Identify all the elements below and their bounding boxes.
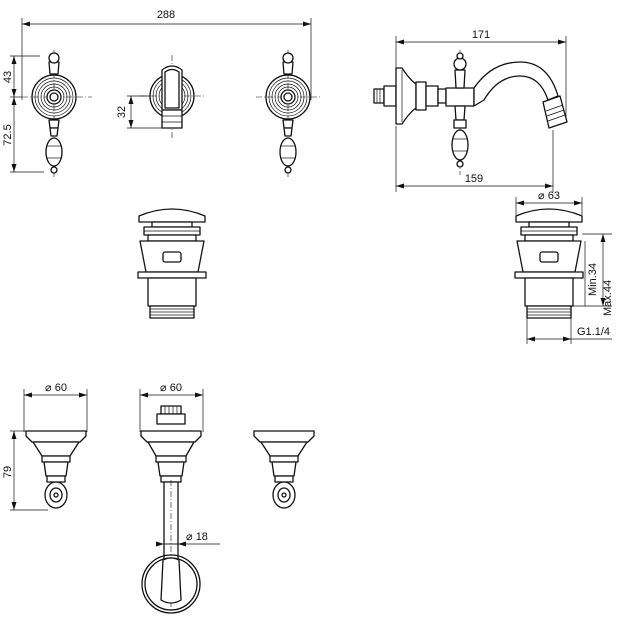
left-handle-height-dimension: 43 72.5 — [2, 55, 44, 173]
flange-height-dimension: 79 — [2, 430, 48, 511]
drain-min-label: Min.34 — [587, 263, 599, 296]
center-handle-height-dimension: 32 — [116, 95, 162, 129]
drain-height-dimension: Min.34 Max.44 — [573, 233, 614, 316]
wall-pipe-diameter-label: ⌀ 18 — [186, 531, 208, 543]
flange-height-label: 79 — [2, 466, 14, 478]
handle-height-upper-label: 43 — [2, 71, 14, 83]
right-handle — [256, 50, 322, 178]
drain-max-label: Max.44 — [602, 280, 614, 316]
overall-width-dimension: 288 — [21, 9, 312, 100]
drain-right — [514, 208, 584, 319]
overall-width-label: 288 — [157, 9, 175, 21]
flange-left-diameter-dimension: ⌀ 60 — [23, 382, 88, 432]
spout-projection-dimension: 171 — [395, 29, 567, 118]
drain-left — [137, 208, 207, 319]
center-handle — [140, 55, 205, 140]
spout-projection-label: 171 — [472, 29, 490, 41]
flange-left — [25, 430, 87, 509]
spout-reach-dimension: 159 — [395, 126, 554, 192]
drain-thread-label: G1.1/4 — [577, 326, 610, 338]
drain-thread-dimension: G1.1/4 — [526, 318, 612, 344]
flange-right — [253, 430, 315, 509]
left-handle — [22, 50, 92, 178]
flange-center-diameter-dimension: ⌀ 60 — [139, 382, 204, 432]
center-handle-height-label: 32 — [116, 106, 128, 118]
drain-diameter-label: ⌀ 63 — [538, 190, 560, 202]
wall-pipe-diameter-dimension: ⌀ 18 — [156, 531, 220, 547]
center-spout-front — [140, 405, 202, 614]
drain-diameter-dimension: ⌀ 63 — [515, 190, 583, 215]
flange-left-diameter-label: ⌀ 60 — [45, 382, 67, 394]
handle-height-lower-label: 72.5 — [2, 124, 14, 145]
flange-center-diameter-label: ⌀ 60 — [160, 382, 182, 394]
spout-side-view — [373, 50, 568, 175]
spout-reach-label: 159 — [465, 173, 483, 185]
